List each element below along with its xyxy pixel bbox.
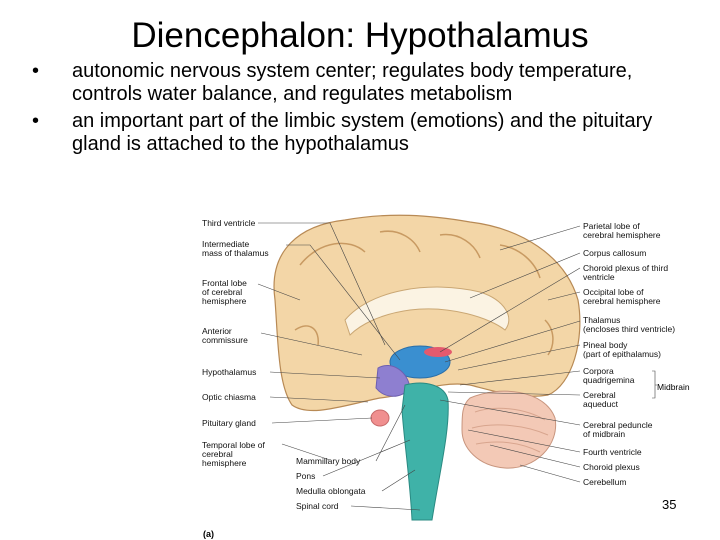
label-hypothalamus: Hypothalamus <box>202 367 257 377</box>
label-third-ventricle: Third ventricle <box>202 218 256 228</box>
bullet-text: autonomic nervous system center; regulat… <box>72 60 633 105</box>
label-occipital-lobe: Occipital lobe of cerebral hemisphere <box>583 287 661 306</box>
label-choroid-plexus: Choroid plexus <box>583 462 640 472</box>
label-parietal-lobe: Parietal lobe of cerebral hemisphere <box>583 221 661 240</box>
label-fourth-ventricle: Fourth ventricle <box>583 447 642 457</box>
figure-panel-tag: (a) <box>203 529 214 539</box>
bullet-item: • an important part of the limbic system… <box>24 110 684 156</box>
pituitary-shape <box>370 409 390 427</box>
label-intermediate-mass: Intermediate mass of thalamus <box>202 239 269 258</box>
label-pineal-body: Pineal body (part of epithalamus) <box>583 340 661 359</box>
page-number: 35 <box>662 497 677 512</box>
label-pituitary-gland: Pituitary gland <box>202 418 256 428</box>
label-choroid-plexus-third: Choroid plexus of third ventricle <box>583 263 669 282</box>
bullet-glyph: • <box>32 60 40 82</box>
label-thalamus: Thalamus (encloses third ventricle) <box>583 315 676 334</box>
brainstem-shape <box>401 382 449 521</box>
label-pons: Pons <box>296 471 316 481</box>
label-temporal-lobe: Temporal lobe of cerebral hemisphere <box>202 440 265 468</box>
choroid-plexus-shape <box>424 347 452 357</box>
bullet-glyph: • <box>32 110 40 132</box>
label-anterior-commissure: Anterior commissure <box>202 326 248 345</box>
label-mammillary-body: Mammillary body <box>296 456 361 466</box>
cerebrum-shape <box>273 214 581 412</box>
bullet-list: • autonomic nervous system center; regul… <box>24 60 684 160</box>
slide-title: Diencephalon: Hypothalamus <box>131 16 589 55</box>
bullet-item: • autonomic nervous system center; regul… <box>24 60 684 106</box>
label-corpus-callosum: Corpus callosum <box>583 248 647 258</box>
label-spinal-cord: Spinal cord <box>296 501 339 511</box>
label-frontal-lobe: Frontal lobe of cerebral hemisphere <box>202 278 247 306</box>
label-cerebral-aqueduct: Cerebral aqueduct <box>583 390 618 409</box>
cerebellum-shape <box>461 390 557 469</box>
label-cerebellum: Cerebellum <box>583 477 627 487</box>
label-medulla-oblongata: Medulla oblongata <box>296 486 366 496</box>
label-optic-chiasma: Optic chiasma <box>202 392 256 402</box>
label-midbrain-group: Midbrain <box>657 382 690 392</box>
label-corpora-quadrigemina: Corpora quadrigemina <box>583 366 635 385</box>
bullet-text: an important part of the limbic system (… <box>72 110 653 155</box>
label-cerebral-peduncle: Cerebral peduncle of midbrain <box>583 420 653 439</box>
